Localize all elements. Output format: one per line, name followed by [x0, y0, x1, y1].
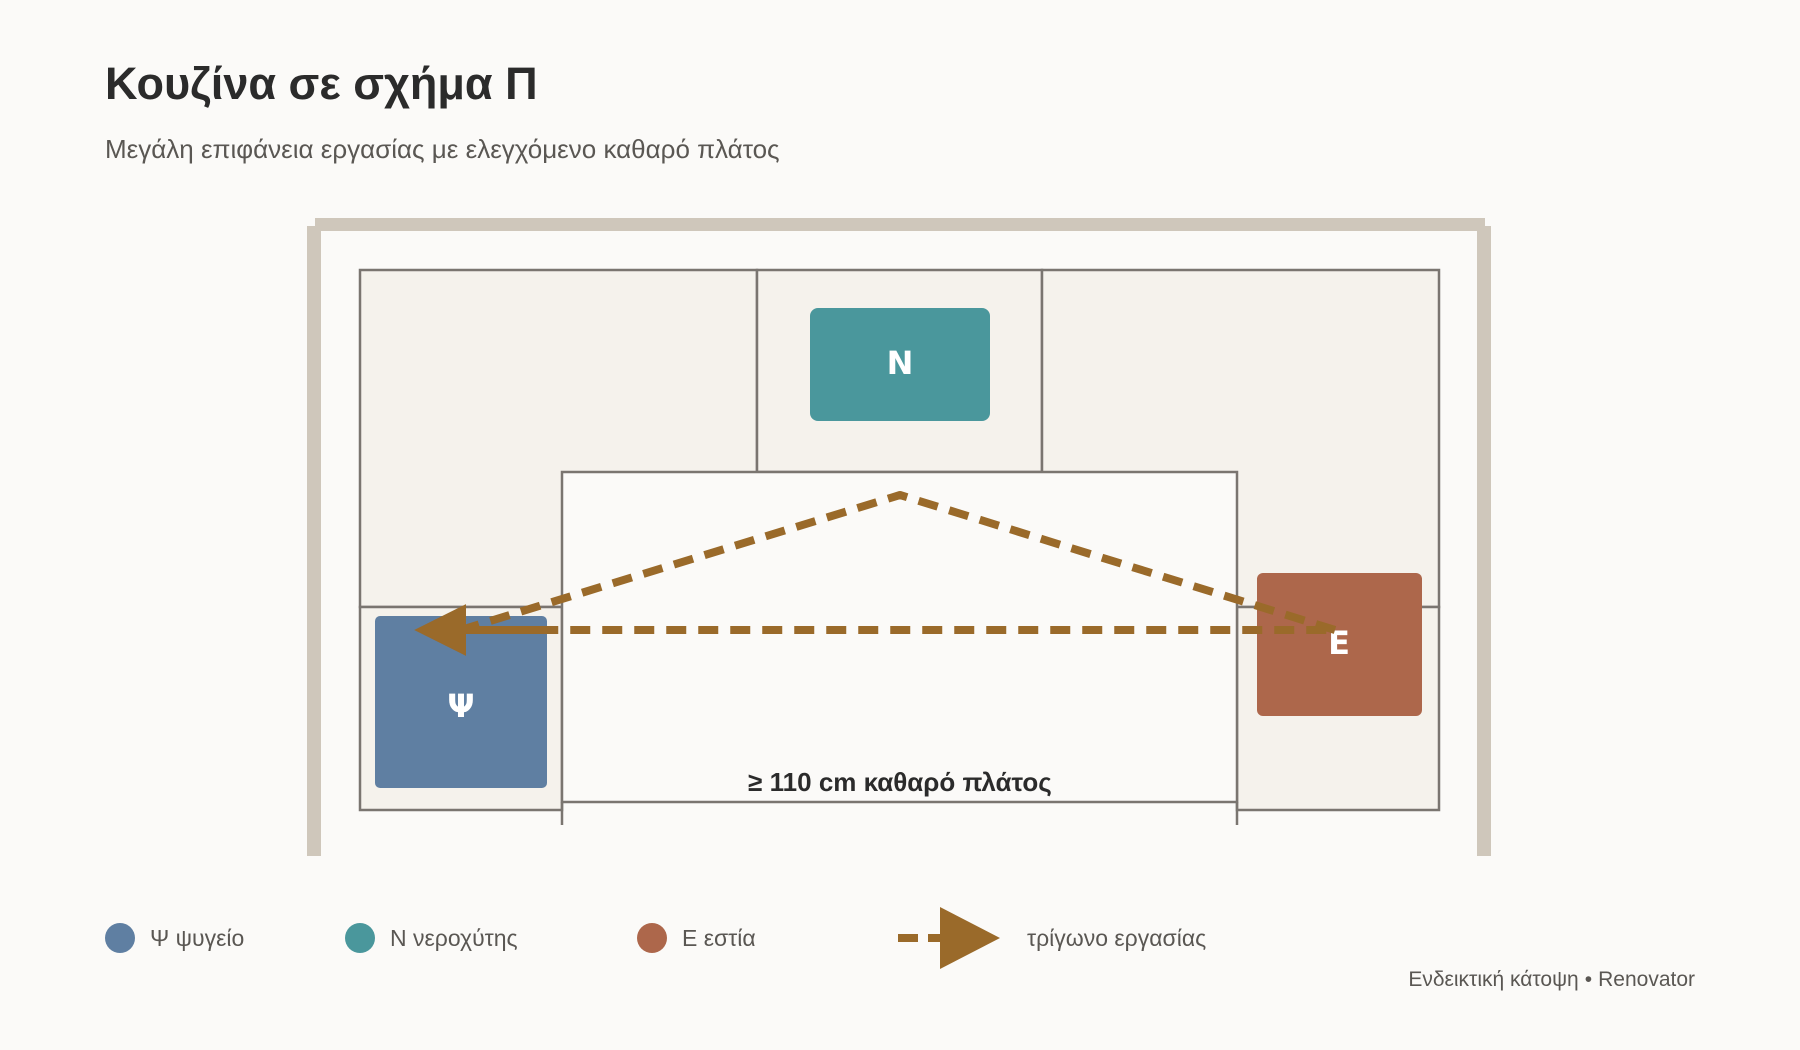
wall-left — [307, 226, 321, 856]
footer-credit: Ενδεικτική κάτοψη•Renovator — [1408, 968, 1695, 992]
clear-floor-area — [560, 470, 1239, 804]
legend-stove-swatch — [637, 923, 667, 953]
sink-letter: Ν — [887, 344, 914, 382]
fridge-letter: Ψ — [447, 687, 474, 725]
work-triangle-path — [457, 491, 1337, 634]
legend-fridge-label: Ψ ψυγείο — [150, 925, 244, 951]
legend-sink-swatch — [345, 923, 375, 953]
page-subtitle: Μεγάλη επιφάνεια εργασίας με ελεγχόμενο … — [105, 134, 780, 164]
legend-triangle-label: τρίγωνο εργασίας — [1027, 925, 1206, 951]
wall-top — [315, 218, 1485, 231]
legend-stove-label: Ε εστία — [682, 925, 756, 951]
footer-note: Ενδεικτική κάτοψη — [1408, 968, 1579, 991]
wall-right — [1477, 226, 1491, 856]
fridge-block — [375, 616, 547, 788]
sink-block — [810, 308, 990, 421]
clearance-label: ≥ 110 cm καθαρό πλάτος — [748, 767, 1052, 797]
footer-brand: Renovator — [1598, 968, 1695, 991]
legend-sink-label: Ν νεροχύτης — [390, 925, 518, 951]
legend: Ψ ψυγείο Ν νεροχύτης Ε εστία τρίγωνο εργ… — [105, 907, 1206, 969]
stove-block — [1257, 573, 1422, 716]
page-title: Κουζίνα σε σχήμα Π — [105, 58, 538, 109]
legend-triangle-arrow-icon — [940, 907, 1000, 969]
legend-fridge-swatch — [105, 923, 135, 953]
footer-separator: • — [1584, 968, 1593, 991]
